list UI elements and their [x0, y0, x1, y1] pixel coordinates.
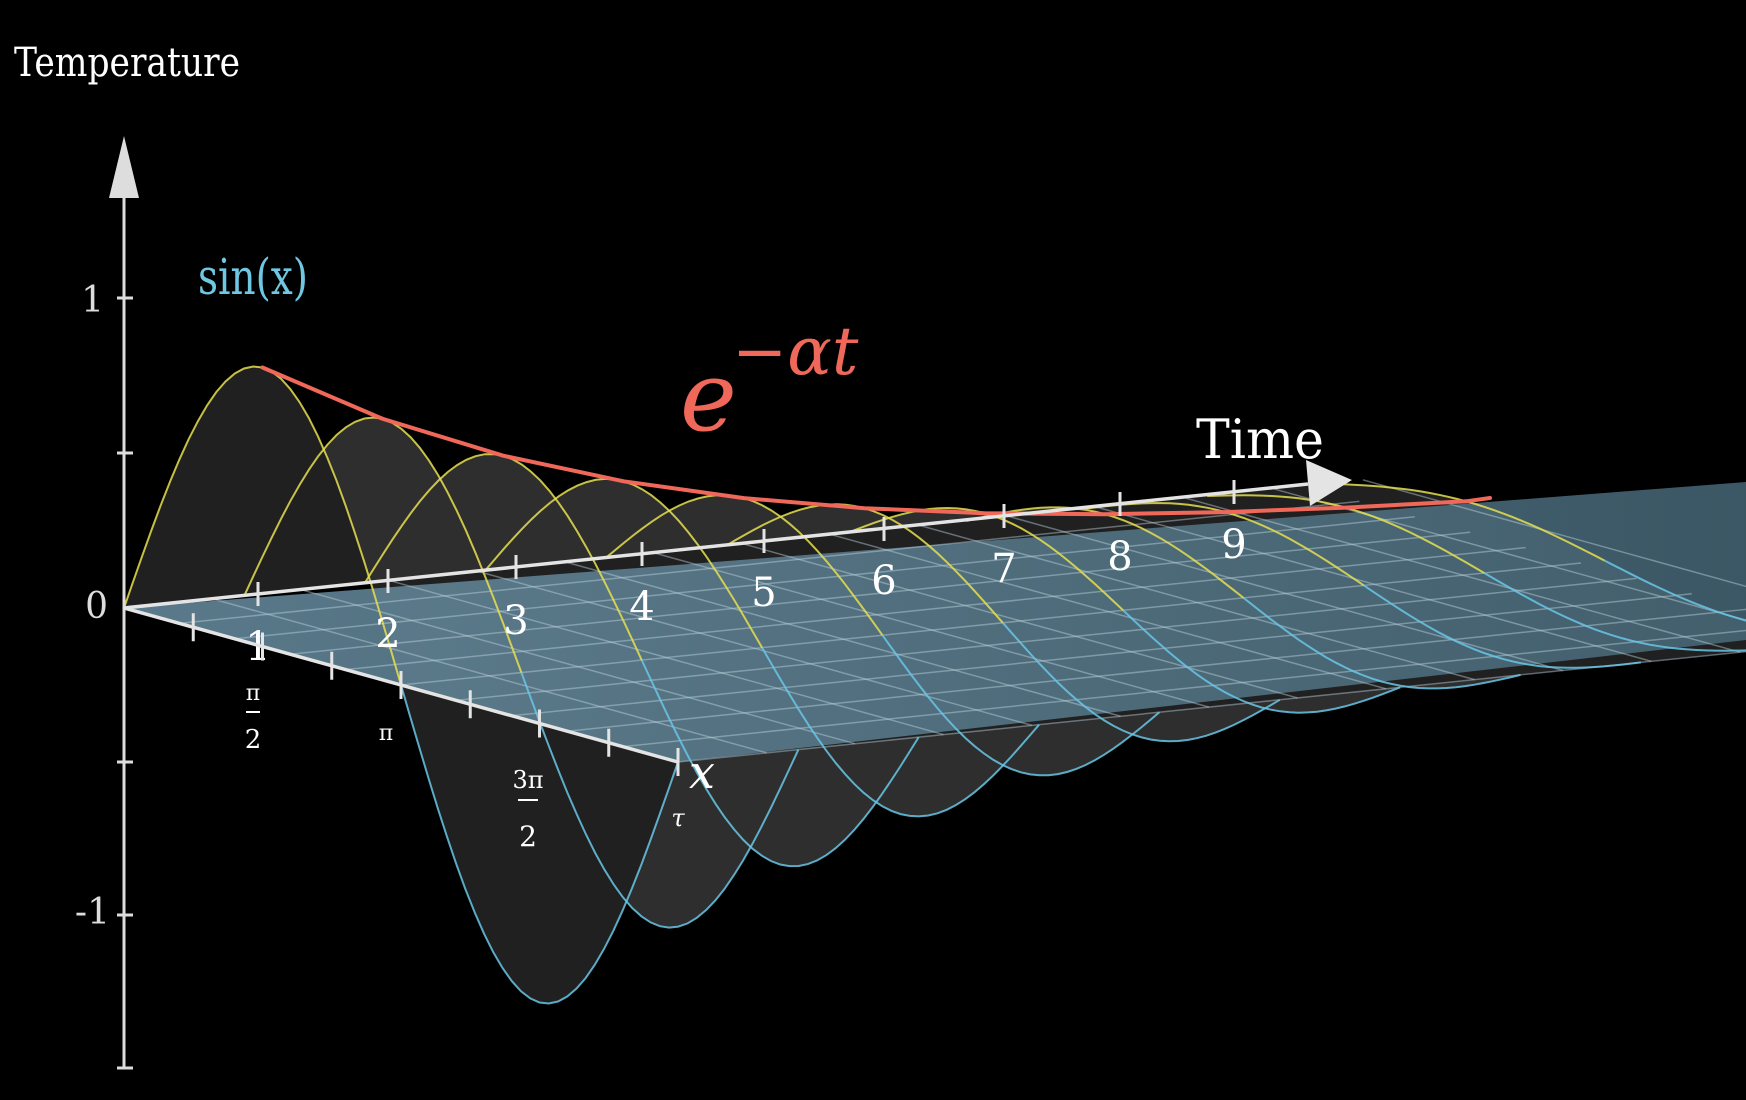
time-tick-label-2: 2 — [375, 611, 400, 657]
sine-curve-bottom-5 — [881, 634, 1161, 777]
x-axis-label: x — [689, 745, 715, 799]
svg-text:τ: τ — [671, 804, 685, 832]
time-tick-label-4: 4 — [629, 584, 654, 630]
time-axis-arrowhead — [1306, 460, 1352, 506]
svg-text:2: 2 — [245, 725, 262, 755]
temp-tick-label-neg1: -1 — [75, 892, 110, 933]
x-tick-label-pi-over-2: π 2 — [245, 681, 262, 755]
grid-line-x — [511, 593, 1692, 717]
x-axis-ticks — [191, 613, 680, 776]
x-tick-label-tau: τ — [671, 804, 685, 832]
sine-curve-bottom-4 — [761, 647, 1040, 818]
grid-line-x — [234, 516, 1415, 640]
decay-base: e — [680, 341, 737, 453]
time-tick-label-9: 9 — [1221, 522, 1246, 568]
temp-tick-label-0: 0 — [85, 586, 108, 627]
grid-line-t — [1008, 515, 1564, 672]
decay-exponent: −αt — [732, 313, 859, 390]
time-tick-label-8: 8 — [1107, 534, 1132, 580]
sine-curve-bottom-3 — [640, 659, 920, 868]
time-axis — [123, 460, 1352, 610]
grid-line-x — [677, 650, 1746, 763]
time-tick-label-5: 5 — [751, 570, 776, 616]
grid-line-x — [345, 546, 1526, 671]
grid-line-x — [567, 608, 1746, 732]
grid-line-t — [389, 579, 944, 736]
x-tick-label-pi: π — [379, 721, 393, 746]
grid-line-x — [456, 577, 1637, 702]
grid-line-x — [400, 562, 1582, 686]
temp-tick-label-1: 1 — [81, 280, 104, 321]
sin-label: sin(x) — [198, 248, 308, 306]
x-axis — [123, 606, 680, 776]
temperature-axis — [109, 136, 139, 1070]
sine-curve-bottom-1 — [400, 684, 679, 1005]
time-axis-label: Time — [1196, 408, 1324, 471]
sine-curve-bottom-2 — [520, 672, 800, 929]
grid-line-t — [743, 543, 1298, 699]
grid-line-t — [654, 552, 1210, 708]
grid-line-t — [300, 588, 856, 745]
sine-curve-bottom-10 — [1483, 572, 1746, 652]
grid-line-t — [566, 561, 1121, 717]
grid-line-t — [920, 524, 1475, 681]
grid-line-t — [1362, 479, 1746, 588]
grid-line-t — [477, 570, 1033, 727]
time-tick-label-3: 3 — [503, 598, 528, 644]
time-tick-label-7: 7 — [991, 546, 1016, 592]
sine-curve-bottom-7 — [1122, 609, 1401, 714]
sine-curve-bottom-11 — [1604, 559, 1746, 622]
decay-envelope-curve — [260, 365, 1492, 517]
sine-curve-bottom-8 — [1242, 597, 1521, 690]
grid-line-t — [1185, 497, 1741, 653]
temperature-axis-arrowhead — [109, 136, 139, 198]
sine-curve-bottom-6 — [1002, 622, 1281, 743]
grid-line-t — [1097, 506, 1652, 663]
sine-curve-bottom-9 — [1363, 584, 1642, 669]
svg-text:π: π — [379, 721, 393, 746]
temperature-axis-label: Temperature — [14, 40, 240, 86]
grid-line-x — [290, 531, 1471, 655]
x-tick-label-3pi-over-2: 3π 2 — [512, 766, 543, 853]
decay-formula: e −αt — [680, 313, 859, 453]
svg-text:3π: 3π — [512, 766, 543, 794]
svg-text:π: π — [246, 681, 260, 706]
time-tick-label-6: 6 — [871, 558, 896, 604]
time-axis-ticks — [256, 480, 1236, 606]
svg-text:2: 2 — [519, 820, 537, 853]
grid-line-t — [831, 534, 1387, 690]
